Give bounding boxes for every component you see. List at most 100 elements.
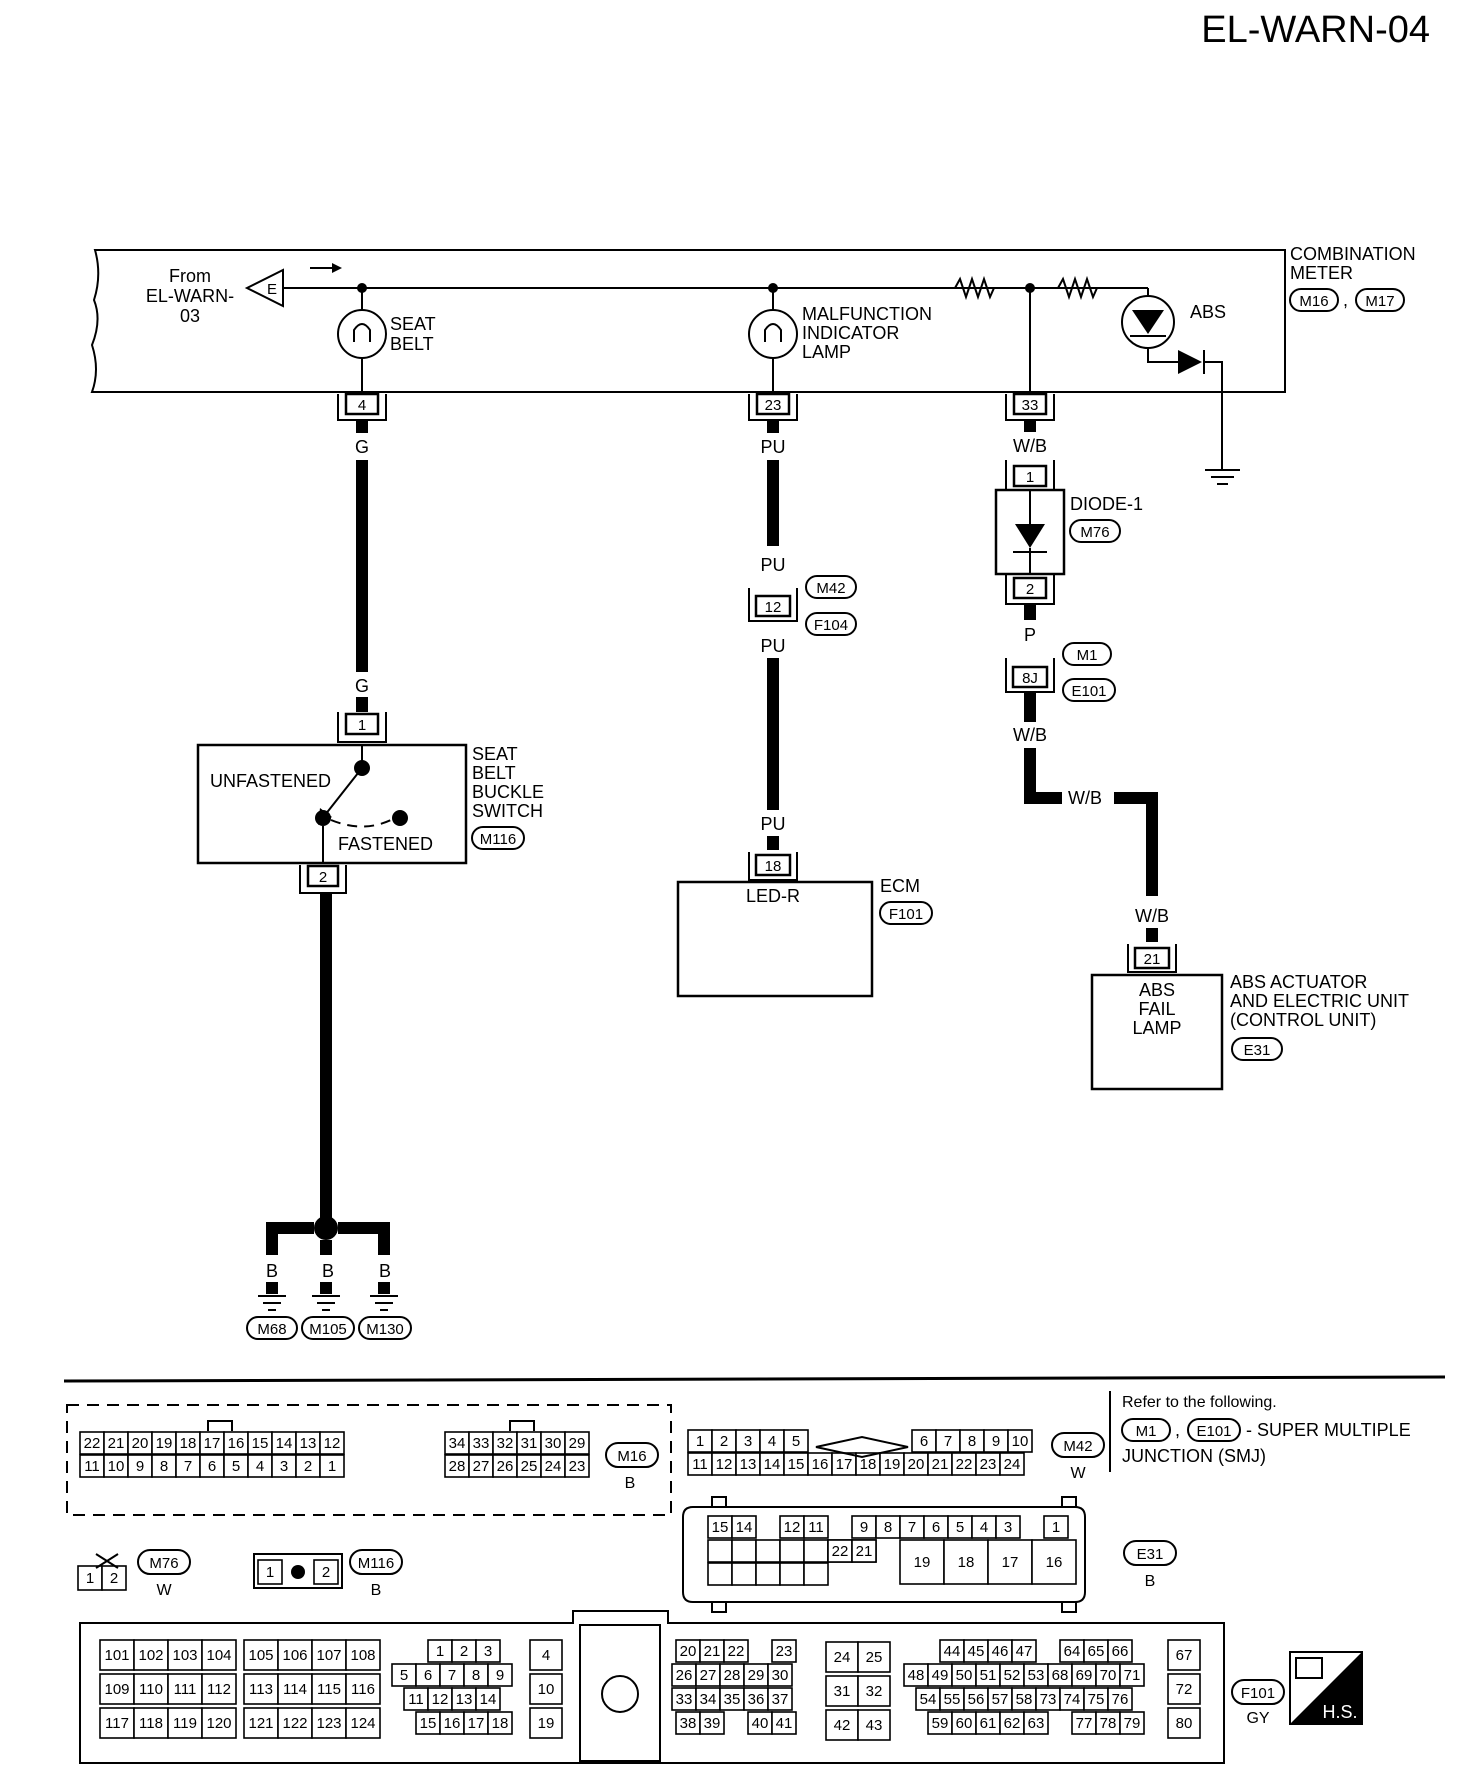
meter-connector-group — [66, 1404, 672, 1516]
e31-cell — [803, 1562, 829, 1586]
svg-text:From: From — [169, 266, 211, 286]
svg-text:M76: M76 — [149, 1555, 178, 1572]
f101-pin-label: 78 — [1100, 1715, 1117, 1732]
m42-pin-label: 18 — [860, 1456, 877, 1473]
m116-cell — [257, 1559, 283, 1585]
m76-cell — [77, 1565, 103, 1591]
m16-pin-label: 15 — [252, 1435, 269, 1452]
svg-text:JUNCTION (SMJ): JUNCTION (SMJ) — [1122, 1446, 1266, 1466]
f101-pin-label: 61 — [980, 1715, 997, 1732]
m17-pin-label: 31 — [521, 1435, 538, 1452]
m42-pin-label: 12 — [716, 1456, 733, 1473]
svg-text:M68: M68 — [257, 1321, 286, 1338]
svg-text:BUCKLE: BUCKLE — [472, 782, 544, 802]
f101-cell — [1119, 1711, 1145, 1735]
f101-cell — [167, 1673, 203, 1705]
svg-text:M1: M1 — [1136, 1423, 1157, 1440]
e31-pin-label: 19 — [914, 1554, 931, 1571]
f101-pin-label: 68 — [1052, 1667, 1069, 1684]
e31-pin-label: 16 — [1046, 1554, 1063, 1571]
f101-pin-label: 19 — [538, 1715, 555, 1732]
f101-cell — [487, 1663, 513, 1687]
f101-pin-label: 16 — [444, 1715, 461, 1732]
f101-cell — [529, 1639, 563, 1671]
e31-cell — [755, 1539, 781, 1563]
m42-pin-label: 20 — [908, 1456, 925, 1473]
switch-label: SEAT — [472, 744, 518, 764]
diode-icon — [1015, 524, 1045, 548]
f101-pin-label: 109 — [104, 1681, 129, 1698]
f101-cell — [133, 1639, 169, 1671]
m17-pin-label: 33 — [473, 1435, 490, 1452]
f101-cell — [475, 1639, 501, 1663]
f101-cell — [1023, 1711, 1049, 1735]
connector-flag-icon — [244, 268, 284, 308]
svg-text:M16: M16 — [617, 1448, 646, 1465]
svg-text:BELT: BELT — [472, 763, 516, 783]
ground-icon — [258, 1282, 398, 1311]
f101-pin-label: 3 — [484, 1643, 492, 1660]
ecm-unit: 18 LED-R — [676, 852, 874, 998]
f101-cell — [723, 1639, 749, 1663]
f101-pin-label: 79 — [1124, 1715, 1141, 1732]
f101-pin-label: 57 — [992, 1691, 1009, 1708]
svg-text:ABS: ABS — [1139, 980, 1175, 1000]
svg-text:W/B: W/B — [1068, 788, 1102, 808]
f101-pin-label: 103 — [172, 1647, 197, 1664]
f101-pin-label: 6 — [424, 1667, 432, 1684]
f101-pin-label: 22 — [728, 1643, 745, 1660]
f101-pin-label: 15 — [420, 1715, 437, 1732]
connector-labels: M16 B M42 W E31 B M76 W M116 B F101 GY — [137, 1432, 1285, 1727]
m17-pin-label: 28 — [449, 1458, 466, 1475]
m42-pin-label: 4 — [768, 1433, 776, 1450]
f101-center-bolt-icon — [601, 1675, 639, 1713]
m16-pin-label: 3 — [280, 1458, 288, 1475]
e31-cell — [995, 1515, 1021, 1539]
e31-pin-label: 11 — [808, 1519, 824, 1536]
m16-pin-label: 20 — [132, 1435, 149, 1452]
m16-pin-label: 21 — [108, 1435, 125, 1452]
svg-text:B: B — [379, 1261, 391, 1281]
m17-pin-label: 23 — [569, 1458, 586, 1475]
svg-text:W/B: W/B — [1013, 725, 1047, 745]
f101-pin-label: 107 — [316, 1647, 341, 1664]
m76-pin-label: 1 — [86, 1570, 94, 1587]
m116-lock-icon — [291, 1565, 305, 1579]
f101-cell — [767, 1687, 793, 1711]
f101-cell — [201, 1639, 237, 1671]
f101-pin-label: 9 — [496, 1667, 504, 1684]
svg-text:FAIL: FAIL — [1138, 999, 1175, 1019]
svg-text:W/B: W/B — [1013, 436, 1047, 456]
f101-pin-label: 110 — [139, 1681, 163, 1698]
m17-pin-label: 26 — [497, 1458, 514, 1475]
m42-pin-label: 21 — [932, 1456, 949, 1473]
svg-text:PU: PU — [760, 636, 785, 656]
from-reference: From EL-WARN- 03 E — [146, 263, 342, 326]
f101-pin-label: 1 — [436, 1643, 444, 1660]
f101-pin-label: 30 — [772, 1667, 789, 1684]
svg-text:21: 21 — [1144, 951, 1161, 968]
m16-pin-label: 13 — [300, 1435, 317, 1452]
f101-pin-label: 14 — [480, 1691, 497, 1708]
page-code: EL-WARN-04 — [1201, 9, 1430, 51]
ground-icon — [1205, 469, 1240, 485]
svg-text:2: 2 — [319, 869, 327, 886]
f101-pin-label: 80 — [1176, 1715, 1193, 1732]
svg-text:M16: M16 — [1299, 293, 1328, 310]
f101-pin-label: 34 — [700, 1691, 717, 1708]
f101-pin-label: 119 — [173, 1715, 197, 1732]
abs-lamp-label: ABS — [1190, 302, 1226, 322]
f101-pin-label: 49 — [932, 1667, 949, 1684]
f101-pin-label: 64 — [1064, 1643, 1081, 1660]
svg-text:G: G — [355, 676, 369, 696]
hs-symbol-icon: H.S. — [1289, 1651, 1363, 1725]
svg-text:E31: E31 — [1137, 1546, 1164, 1563]
m42-pin-label: 19 — [884, 1456, 901, 1473]
m16-pin-label: 12 — [324, 1435, 341, 1452]
f101-housing — [79, 1610, 1225, 1764]
svg-text:,: , — [1343, 290, 1348, 310]
f101-cell — [825, 1641, 859, 1673]
m116-cell — [313, 1559, 339, 1585]
section-divider — [63, 1375, 1446, 1383]
svg-text:E101: E101 — [1071, 683, 1106, 700]
